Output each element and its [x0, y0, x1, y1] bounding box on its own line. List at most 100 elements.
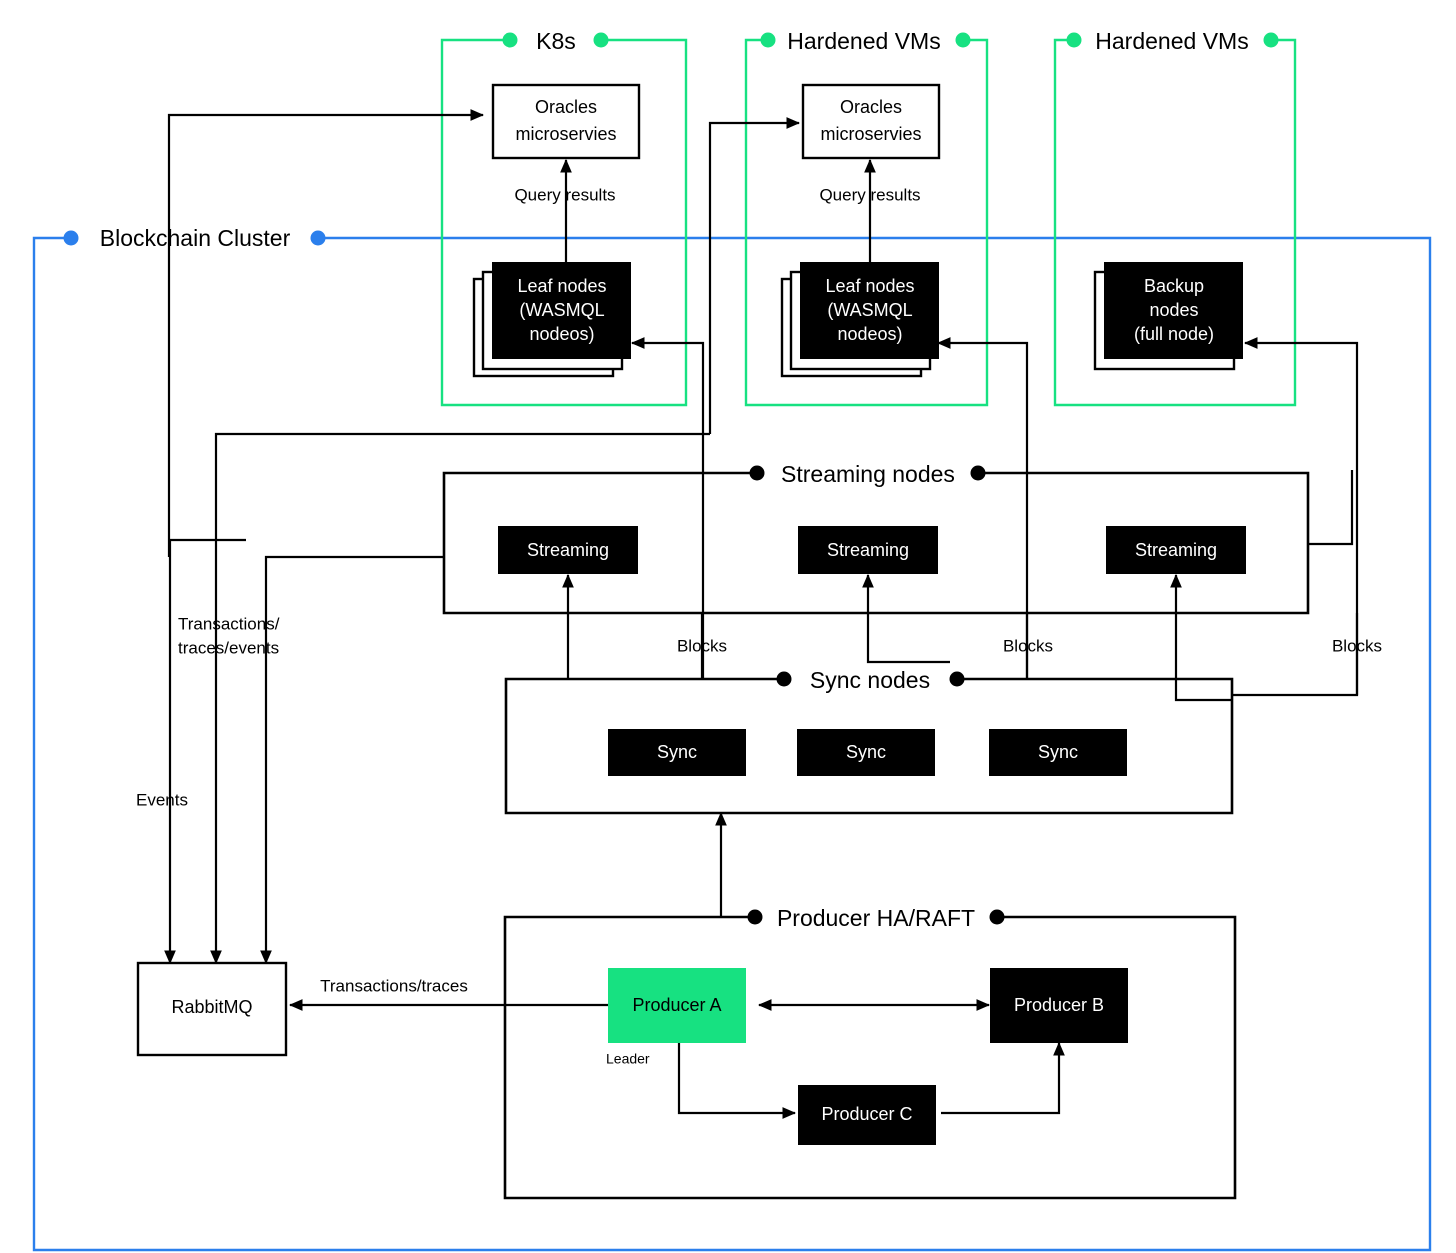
node-backup-nodes[interactable]: Backup nodes (full node) — [1093, 262, 1243, 371]
sync-2-label: Sync — [846, 742, 886, 762]
producer-a-label: Producer A — [632, 995, 721, 1015]
edge-label-blocks-1: Blocks — [677, 636, 727, 655]
streaming-1-box[interactable] — [498, 526, 638, 574]
k8s-frame — [440, 38, 688, 407]
leaf-1-label-line3: nodeos) — [529, 324, 594, 344]
group-hardened-vms-1: Hardened VMs — [744, 28, 989, 407]
hardened-vms-1-label: Hardened VMs — [787, 28, 940, 54]
k8s-label: K8s — [536, 28, 576, 54]
edge-label-events: Events — [136, 790, 188, 809]
leaf-2-box[interactable] — [800, 262, 939, 359]
sync-3-label: Sync — [1038, 742, 1078, 762]
streaming-nodes-dot-right — [970, 465, 986, 481]
producer-ha-raft-frame — [503, 915, 1237, 1200]
wire-producer-a-to-c — [677, 1043, 797, 1119]
producer-ha-raft-dot-left — [747, 909, 763, 925]
producer-c-label: Producer C — [821, 1104, 912, 1124]
producer-a-leader-badge: Leader — [606, 1051, 650, 1067]
leaf-2-label-line3: nodeos) — [837, 324, 902, 344]
streaming-1-label: Streaming — [527, 540, 609, 560]
node-streaming-2[interactable]: Streaming — [798, 526, 938, 574]
streaming-2-label: Streaming — [827, 540, 909, 560]
sync-1-box[interactable] — [608, 729, 746, 776]
streaming-3-box[interactable] — [1106, 526, 1246, 574]
rabbitmq-label: RabbitMQ — [171, 997, 252, 1017]
edge-label-transactions-traces-events-line2: traces/events — [178, 638, 279, 657]
wire-stream2-to-oracles2 — [708, 117, 801, 434]
node-leaf-nodes-2[interactable]: Leaf nodes (WASMQL nodeos) — [780, 262, 939, 378]
oracles-2-box[interactable] — [801, 83, 941, 160]
edge-label-blocks-2: Blocks — [1003, 636, 1053, 655]
producer-ha-raft-label: Producer HA/RAFT — [777, 905, 975, 931]
node-leaf-nodes-1[interactable]: Leaf nodes (WASMQL nodeos) — [472, 262, 631, 378]
streaming-nodes-label: Streaming nodes — [781, 461, 955, 487]
leaf-1-label-line2: (WASMQL — [519, 300, 604, 320]
backup-label-line2: nodes — [1149, 300, 1198, 320]
producer-b-box[interactable] — [990, 968, 1128, 1043]
streaming-nodes-dot-left — [749, 465, 765, 481]
edge-label-query-results-1: Query results — [514, 185, 615, 204]
node-sync-2[interactable]: Sync — [797, 729, 935, 776]
producer-c-box[interactable] — [798, 1085, 936, 1145]
hardened-vms-2-dot-right — [1263, 32, 1279, 48]
node-oracles-microservies-2[interactable]: Oracles microservies — [801, 83, 941, 160]
hardened-vms-2-frame — [1053, 38, 1297, 407]
backup-label-line1: Backup — [1144, 276, 1204, 296]
producer-ha-raft-dot-right — [989, 909, 1005, 925]
edge-label-transactions-traces: Transactions/traces — [320, 976, 468, 995]
sync-nodes-frame — [504, 677, 1234, 815]
group-k8s: K8s — [440, 28, 688, 407]
wire-sync-to-leaf1 — [630, 337, 705, 679]
oracles-1-box[interactable] — [491, 83, 641, 160]
rabbitmq-box[interactable] — [136, 961, 288, 1057]
node-sync-3[interactable]: Sync — [989, 729, 1127, 776]
group-producer-ha-raft: Producer HA/RAFT — [503, 905, 1237, 1200]
group-streaming-nodes: Streaming nodes — [442, 461, 1310, 615]
node-producer-c[interactable]: Producer C — [798, 1085, 936, 1145]
sync-nodes-dot-right — [949, 671, 965, 687]
backup-box[interactable] — [1104, 262, 1243, 359]
wire-events-to-rabbitmq — [164, 538, 246, 965]
producer-b-label: Producer B — [1014, 995, 1104, 1015]
sync-2-box[interactable] — [797, 729, 935, 776]
node-rabbitmq[interactable]: RabbitMQ — [136, 961, 288, 1057]
node-streaming-3[interactable]: Streaming — [1106, 526, 1246, 574]
streaming-nodes-frame — [442, 471, 1310, 615]
node-producer-a[interactable]: Producer A Leader — [606, 968, 746, 1067]
wire-streaming-to-rabbitmq-1 — [260, 555, 444, 965]
node-sync-1[interactable]: Sync — [608, 729, 746, 776]
hardened-vms-1-frame — [744, 38, 989, 407]
group-sync-nodes: Sync nodes — [504, 667, 1234, 815]
blockchain-cluster-label: Blockchain Cluster — [100, 225, 291, 251]
edge-label-blocks-3: Blocks — [1332, 636, 1382, 655]
node-oracles-microservies-1[interactable]: Oracles microservies — [491, 83, 641, 160]
leaf-1-box[interactable] — [492, 262, 631, 359]
oracles-1-label-line2: microservies — [515, 124, 616, 144]
leaf-1-label-line1: Leaf nodes — [517, 276, 606, 296]
blockchain-cluster-dot-right — [310, 230, 326, 246]
wire-stream1-to-oracles1 — [167, 109, 485, 557]
oracles-2-label-line2: microservies — [820, 124, 921, 144]
wire-sync-to-leaf2 — [936, 337, 1029, 679]
hardened-vms-2-label: Hardened VMs — [1095, 28, 1248, 54]
streaming-3-label: Streaming — [1135, 540, 1217, 560]
oracles-1-label-line1: Oracles — [535, 97, 597, 117]
leaf-2-label-line1: Leaf nodes — [825, 276, 914, 296]
producer-a-box[interactable] — [608, 968, 746, 1043]
wire-streaming-to-rabbitmq-2 — [210, 432, 710, 965]
node-producer-b[interactable]: Producer B — [990, 968, 1128, 1043]
wire-sync-to-backup — [1232, 337, 1359, 697]
sync-3-box[interactable] — [989, 729, 1127, 776]
wire-streaming-right-stub — [1308, 470, 1354, 546]
streaming-2-box[interactable] — [798, 526, 938, 574]
leaf-2-label-line2: (WASMQL — [827, 300, 912, 320]
node-streaming-1[interactable]: Streaming — [498, 526, 638, 574]
hardened-vms-1-dot-left — [760, 32, 776, 48]
group-blockchain-cluster: Blockchain Cluster — [32, 225, 1432, 1252]
sync-nodes-label: Sync nodes — [810, 667, 930, 693]
edge-label-query-results-2: Query results — [819, 185, 920, 204]
wire-producer-c-to-b — [941, 1041, 1065, 1115]
wire-sync-to-streaming2 — [862, 573, 950, 664]
